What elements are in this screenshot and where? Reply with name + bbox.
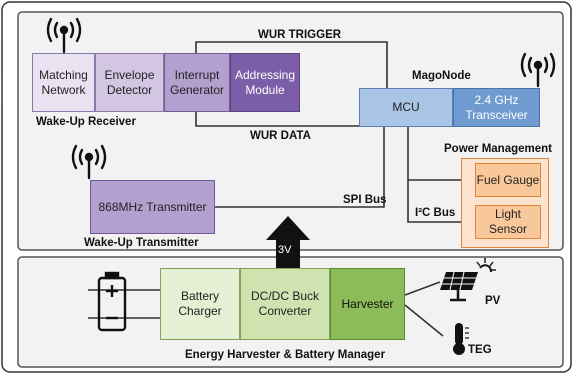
harvester-box: Harvester <box>330 268 405 340</box>
wur-trigger-line <box>195 41 388 88</box>
light-sensor-label: Light Sensor <box>488 207 528 236</box>
envelope-detector-box: Envelope Detector <box>95 53 164 112</box>
battery-charger-label: Battery Charger <box>178 289 222 318</box>
dcdc-converter-label: DC/DC Buck Converter <box>250 289 319 318</box>
mcu-box: MCU <box>359 88 453 127</box>
transmitter-box: 868MHz Transmitter <box>90 180 215 234</box>
interrupt-generator-label: Interrupt Generator <box>169 67 225 97</box>
wake-up-receiver-caption: Wake-Up Receiver <box>36 116 136 128</box>
energy-caption: Energy Harvester & Battery Manager <box>185 349 386 361</box>
mcu-label: MCU <box>392 100 420 114</box>
wur-trigger-label: WUR TRIGGER <box>258 29 342 41</box>
solar-panel-icon <box>440 271 478 302</box>
i2c-bus-label: I²C Bus <box>415 207 456 219</box>
transceiver-label: 2.4 GHz Transceiver <box>465 92 528 122</box>
addressing-module-label: Addressing Module <box>234 67 296 97</box>
spi-bus-line <box>215 127 385 208</box>
fuel-gauge-label: Fuel Gauge <box>476 172 540 187</box>
matching-network-label: Matching Network <box>39 67 88 97</box>
power-management-caption: Power Management <box>444 143 552 155</box>
transmitter-label: 868MHz Transmitter <box>98 199 207 214</box>
matching-network-box: Matching Network <box>32 53 95 112</box>
dcdc-converter-box: DC/DC Buck Converter <box>240 268 330 340</box>
battery-charger-box: Battery Charger <box>160 268 240 340</box>
i2c-bus-line <box>407 127 475 223</box>
addressing-module-box: Addressing Module <box>230 53 300 112</box>
arrow-up-icon <box>266 216 310 274</box>
teg-label: TEG <box>468 344 492 356</box>
transceiver-box: 2.4 GHz Transceiver <box>453 88 540 127</box>
thermometer-icon <box>453 323 469 355</box>
envelope-detector-label: Envelope Detector <box>104 67 155 97</box>
harvester-label: Harvester <box>341 296 394 311</box>
magonode-caption: MagoNode <box>412 70 471 82</box>
harvester-lines <box>404 281 444 337</box>
interrupt-generator-box: Interrupt Generator <box>164 53 230 112</box>
light-sensor-box: Light Sensor <box>475 205 541 239</box>
fuel-gauge-box: Fuel Gauge <box>475 163 541 197</box>
wur-data-label: WUR DATA <box>250 130 311 142</box>
battery-icon <box>97 271 127 332</box>
antenna-icon <box>71 144 107 180</box>
spi-bus-label: SPI Bus <box>343 194 387 206</box>
antenna-icon <box>46 17 82 54</box>
wake-up-transmitter-caption: Wake-Up Transmitter <box>84 237 199 249</box>
pv-label: PV <box>485 295 501 307</box>
antenna-icon <box>520 52 556 88</box>
voltage-label: 3V <box>278 244 292 256</box>
sun-icon <box>476 258 496 273</box>
